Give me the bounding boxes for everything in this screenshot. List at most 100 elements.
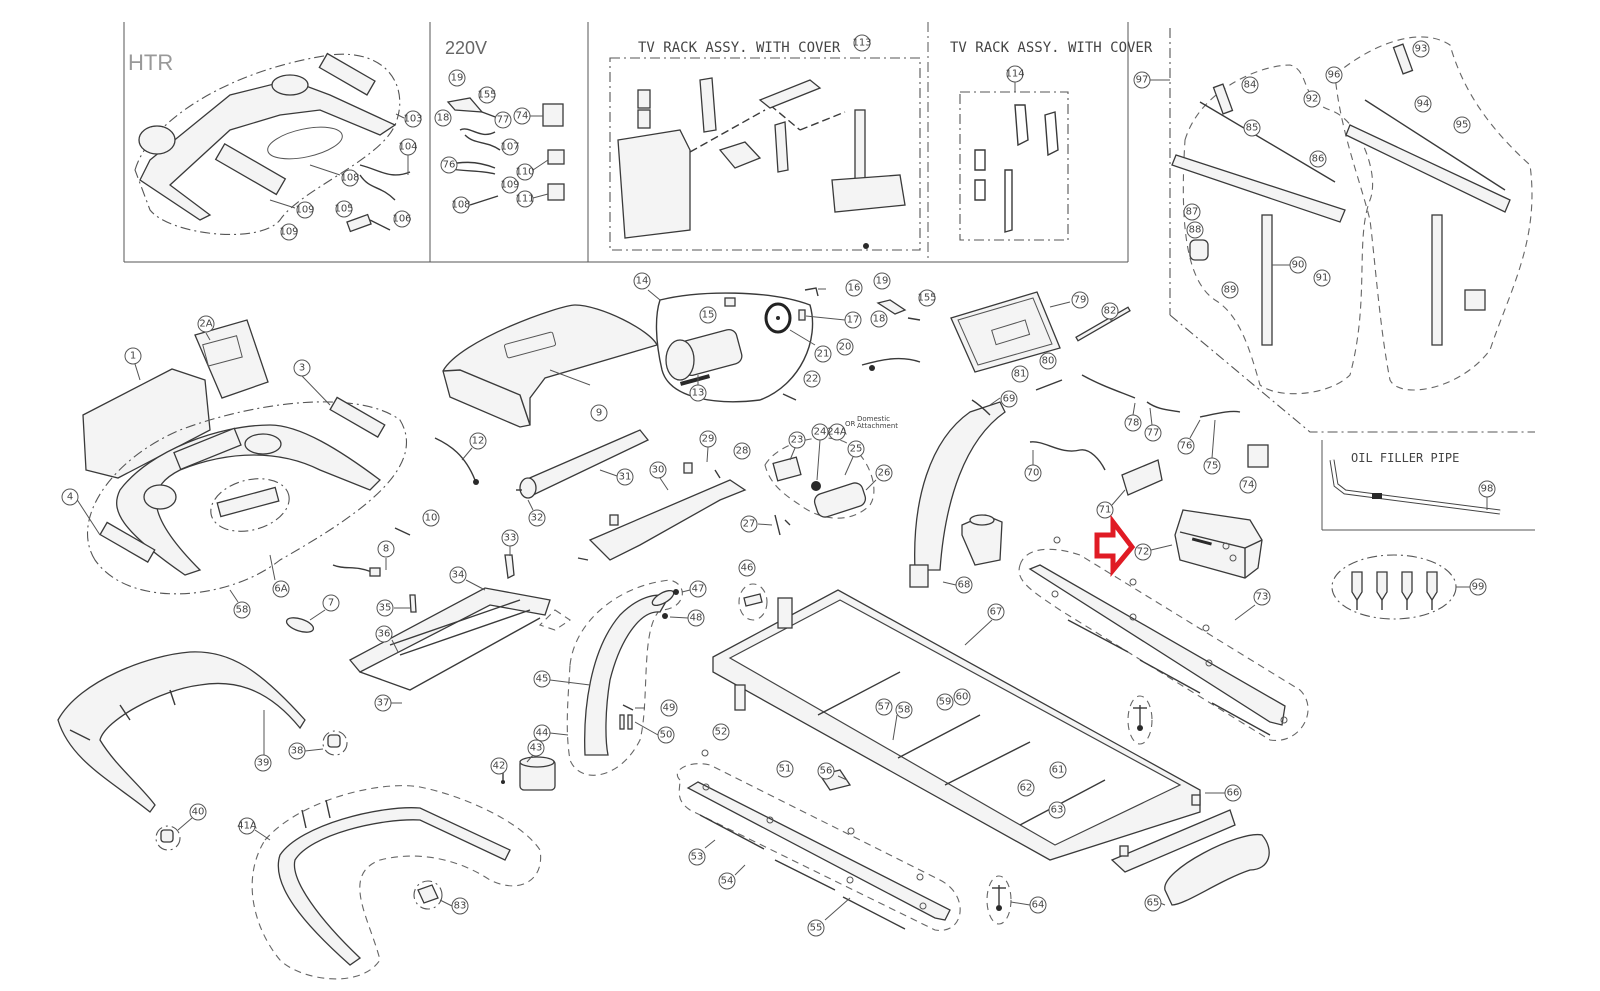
callout-66: 66 [1205,784,1242,802]
htr-panel: HTR [128,50,411,236]
svg-text:15: 15 [702,310,715,321]
tv-rack-panel-1: TV RACK ASSY. WITH COVER [609,40,921,251]
bracket-83 [413,880,443,910]
svg-text:83: 83 [454,901,467,912]
callout-24a: 24A [827,423,847,441]
note-domestic: Domestic [857,415,890,423]
callout-16: 16 [818,279,863,297]
console-assembly [82,319,407,595]
callout-61: 61 [1049,761,1067,779]
svg-text:63: 63 [1051,805,1064,816]
callout-75: 75 [1203,419,1221,475]
svg-text:49: 49 [663,703,676,714]
svg-text:82: 82 [1104,306,1117,317]
motor-controller-72 [1174,509,1263,579]
callout-108: 108 [309,164,360,187]
svg-text:37: 37 [377,698,390,709]
svg-text:70: 70 [1027,468,1040,479]
callout-220v-77: 77 [494,111,512,129]
svg-text:73: 73 [1256,592,1269,603]
tv-rack-1-title: TV RACK ASSY. WITH COVER [638,40,841,56]
svg-text:68: 68 [958,580,971,591]
callout-220v-18: 18 [434,109,452,127]
callout-32: 32 [527,499,546,527]
callout-48: 48 [669,609,705,627]
callout-92: 92 [1303,90,1321,108]
svg-text:39: 39 [257,758,270,769]
callout-20: 20 [836,338,854,356]
svg-text:113: 113 [852,38,871,49]
svg-text:69: 69 [1003,394,1016,405]
svg-text:51: 51 [779,764,792,775]
callout-93: 93 [1412,40,1430,58]
svg-text:76: 76 [1180,441,1193,452]
svg-text:71: 71 [1099,505,1112,516]
callout-95: 95 [1453,116,1471,134]
callout-79: 79 [1049,291,1089,309]
switch-parts [876,299,921,321]
callout-15: 15 [699,306,717,324]
svg-text:38: 38 [291,746,304,757]
svg-text:6A: 6A [274,584,287,595]
svg-text:3: 3 [299,363,305,374]
callout-4: 4 [61,488,101,536]
svg-text:103: 103 [403,114,422,125]
callout-103: 103 [395,110,423,128]
svg-text:12: 12 [472,436,485,447]
svg-text:7: 7 [328,598,334,609]
callout-84: 84 [1241,76,1259,94]
svg-text:48: 48 [690,613,703,624]
callout-43: 43 [526,739,545,763]
svg-text:107: 107 [500,142,519,153]
rear-roller-65 [1110,794,1270,906]
svg-text:78: 78 [1127,418,1140,429]
svg-text:18: 18 [437,113,450,124]
callout-77: 77 [1144,407,1162,442]
highlight-arrow [1094,514,1136,577]
leveling-feet-group [1331,554,1457,620]
callout-105: 105 [334,200,354,218]
callout-28: 28 [733,442,751,460]
svg-text:14: 14 [636,276,649,287]
svg-text:74: 74 [1242,480,1255,491]
callout-220v-111: 111 [515,190,549,208]
callout-62: 62 [1017,779,1035,797]
callout-220v-107: 107 [500,138,520,156]
svg-text:77: 77 [497,115,510,126]
callout-114: 114 [1005,65,1025,83]
svg-text:21: 21 [817,349,830,360]
callout-38: 38 [288,742,324,760]
callout-78: 78 [1124,402,1142,432]
callout-53: 53 [688,839,716,866]
callout-86: 86 [1309,150,1327,168]
callout-59: 59 [936,693,954,711]
callout-65: 65 [1144,894,1166,912]
callout-34: 34 [449,566,486,591]
svg-text:20: 20 [839,342,852,353]
callout-104: 104 [398,138,418,175]
callout-73: 73 [1234,588,1271,621]
end-cap-38 [322,730,348,756]
svg-text:43: 43 [530,743,543,754]
callout-76: 76 [1177,419,1201,455]
svg-text:30: 30 [652,465,665,476]
callout-29: 29 [699,430,717,463]
svg-text:2A: 2A [199,319,212,330]
callout-220v-74: 74 [513,107,543,125]
svg-text:4: 4 [67,492,73,503]
svg-text:24A: 24A [827,427,847,438]
svg-text:22: 22 [806,374,819,385]
callout-24: 24 [811,423,829,481]
callout-56: 56 [817,762,848,781]
svg-text:46: 46 [741,563,754,574]
tv-rack-panel-2: TV RACK ASSY. WITH COVER [950,40,1153,241]
svg-text:109: 109 [279,227,298,238]
main-frame-67 [712,589,1201,861]
svg-text:19: 19 [876,276,889,287]
svg-text:81: 81 [1014,369,1027,380]
svg-text:109: 109 [295,205,314,216]
svg-text:60: 60 [956,692,969,703]
incline-frame [348,554,571,691]
callout-220v-110: 110 [515,159,549,181]
